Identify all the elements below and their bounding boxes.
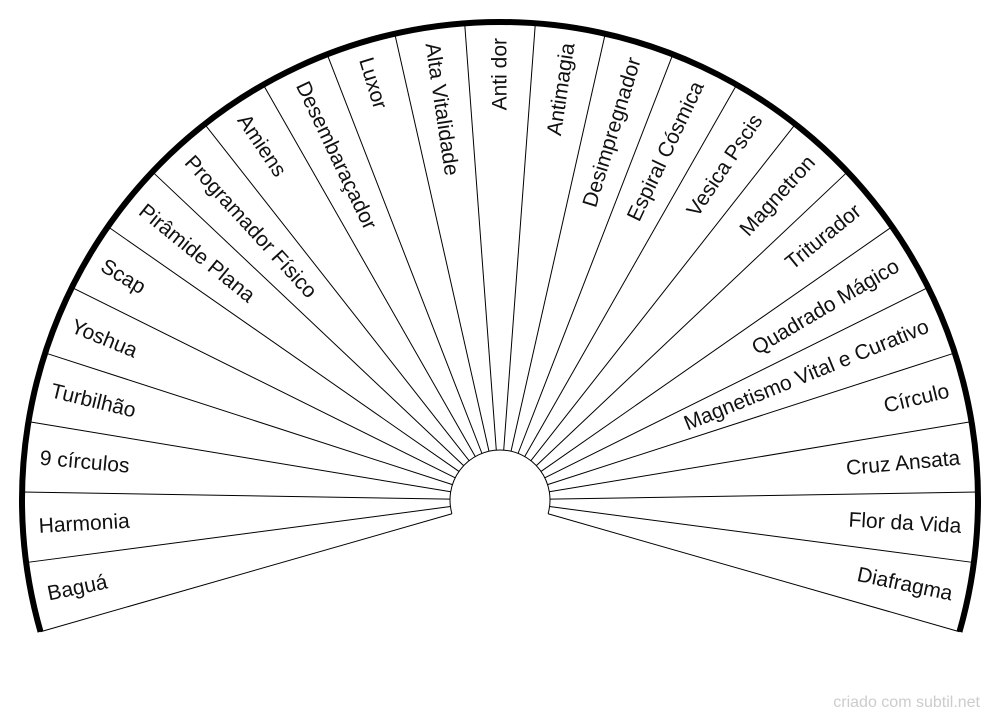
sector-dividers — [22, 23, 978, 633]
sector-label: Scap — [97, 255, 150, 299]
sector-label: Magnetismo Vital e Curativo — [681, 315, 933, 435]
sector-divider — [536, 171, 848, 467]
sector-label: Programador Físico — [180, 151, 321, 303]
sector-label: Diafragma — [855, 563, 955, 605]
sector-divider — [262, 84, 476, 457]
outer-arc — [19, 18, 981, 633]
sector-label: Antimagia — [543, 41, 580, 137]
sector-label: Yoshua — [68, 315, 141, 363]
sector-divider — [204, 123, 470, 461]
sector-label: Alta Vitalidade — [420, 41, 462, 177]
sector-divider — [549, 506, 974, 564]
sector-label: Flor da Vida — [848, 508, 962, 537]
sector-divider — [45, 352, 453, 486]
inner-arc — [449, 449, 551, 514]
sector-divider — [394, 33, 490, 452]
sector-divider — [107, 226, 460, 472]
sector-divider — [547, 352, 955, 486]
sector-label: Cruz Ansata — [845, 447, 961, 480]
sector-divider — [510, 33, 606, 452]
sector-divider — [71, 287, 456, 479]
sector-divider — [503, 23, 536, 451]
sector-divider — [517, 54, 674, 454]
sector-label: Luxor — [354, 55, 391, 112]
sector-labels: Baguá Harmonia 9 círculos Turbilhão Yoshua Sc… — [38, 38, 962, 605]
sector-divider — [549, 491, 978, 500]
sector-label: Turbilhão — [48, 380, 138, 423]
sector-label: Círculo — [882, 380, 952, 418]
sector-divider — [28, 421, 451, 493]
sector-label: Triturador — [781, 200, 866, 275]
sector-label: Anti dor — [489, 38, 512, 110]
sector-divider — [530, 123, 796, 461]
sector-label: Harmonia — [38, 510, 131, 538]
sector-divider — [464, 23, 497, 451]
sector-divider — [544, 287, 929, 479]
sector-divider — [540, 226, 893, 472]
sector-label: Magnetron — [735, 151, 820, 241]
sector-divider — [26, 506, 451, 564]
sector-divider — [547, 513, 960, 633]
credit-text: criado com subtil.net — [833, 694, 980, 711]
sector-divider — [549, 421, 972, 493]
sector-label: 9 círculos — [39, 447, 131, 478]
sector-divider — [524, 84, 738, 457]
sector-divider — [152, 171, 464, 467]
sector-divider — [40, 513, 453, 633]
sector-divider — [326, 54, 483, 454]
sector-label: Baguá — [45, 570, 109, 605]
sector-divider — [22, 491, 451, 500]
